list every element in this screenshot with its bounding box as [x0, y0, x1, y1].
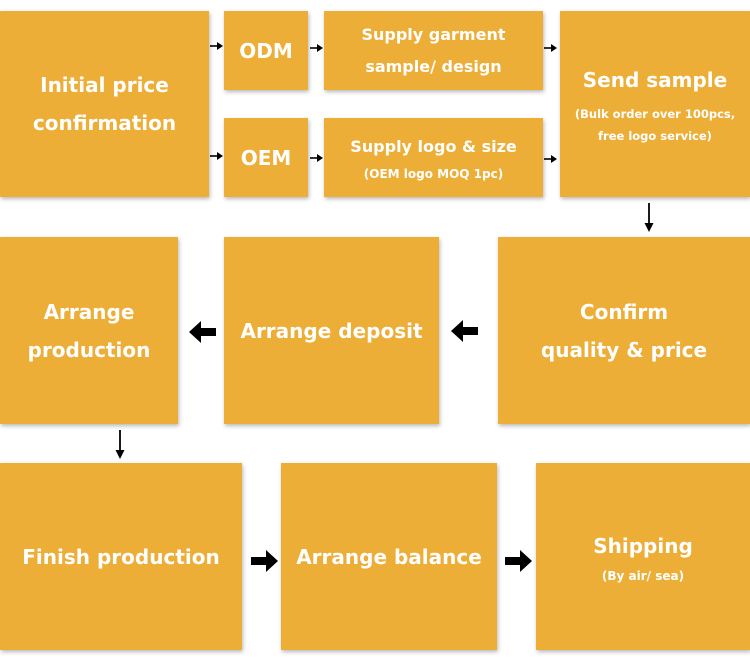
step-initial-line2: confirmation	[32, 111, 177, 135]
step-supply-logo-size: Supply logo & size (OEM logo MOQ 1pc)	[324, 118, 543, 197]
step-initial-line1: Initial price	[40, 73, 169, 97]
step-deposit-label: Arrange deposit	[240, 318, 423, 343]
step-supply-sample-line2: sample/ design	[365, 56, 502, 76]
step-supply-sample-line1: Supply garment	[361, 24, 506, 44]
step-arrange-production: Arrange production	[0, 237, 178, 424]
arrow-right-icon	[210, 42, 223, 50]
step-supply-garment-sample: Supply garment sample/ design	[324, 11, 543, 90]
step-finish-production: Finish production	[0, 463, 242, 650]
step-odm-label: ODM	[239, 38, 293, 63]
arrow-left-icon	[451, 320, 478, 342]
step-production-line1: Arrange	[43, 299, 135, 324]
step-oem: OEM	[224, 118, 308, 197]
arrow-right-icon	[210, 152, 223, 160]
step-shipping: Shipping (By air/ sea)	[536, 463, 750, 650]
step-oem-label: OEM	[240, 145, 292, 170]
step-send-sample-note1: (Bulk order over 100pcs,	[574, 107, 736, 121]
arrow-down-icon	[644, 203, 654, 232]
step-supply-logo-note: (OEM logo MOQ 1pc)	[363, 166, 504, 181]
arrow-left-icon	[189, 321, 216, 343]
step-initial-price-confirmation: Initial price confirmation	[0, 11, 209, 197]
step-arrange-balance: Arrange balance	[281, 463, 497, 650]
step-confirm-line1: Confirm	[579, 299, 669, 324]
arrow-right-icon	[544, 155, 557, 163]
step-production-line2: production	[27, 337, 151, 362]
step-shipping-note: (By air/ sea)	[601, 568, 685, 583]
step-finish-label: Finish production	[22, 544, 220, 569]
step-send-sample: Send sample (Bulk order over 100pcs, fre…	[560, 11, 750, 197]
step-confirm-line2: quality & price	[540, 337, 708, 362]
arrow-right-icon	[251, 550, 278, 572]
step-confirm-quality-price: Confirm quality & price	[498, 237, 750, 424]
arrow-right-icon	[310, 154, 323, 162]
step-balance-label: Arrange balance	[296, 544, 482, 569]
step-send-sample-title: Send sample	[582, 68, 728, 92]
arrow-right-icon	[505, 550, 532, 572]
step-send-sample-note2: free logo service)	[598, 129, 712, 143]
arrow-right-icon	[310, 44, 323, 52]
arrow-down-icon	[115, 430, 125, 459]
step-supply-logo-line1: Supply logo & size	[350, 136, 517, 156]
step-odm: ODM	[224, 11, 308, 90]
arrow-right-icon	[544, 44, 557, 52]
step-arrange-deposit: Arrange deposit	[224, 237, 439, 424]
step-shipping-title: Shipping	[593, 533, 693, 558]
